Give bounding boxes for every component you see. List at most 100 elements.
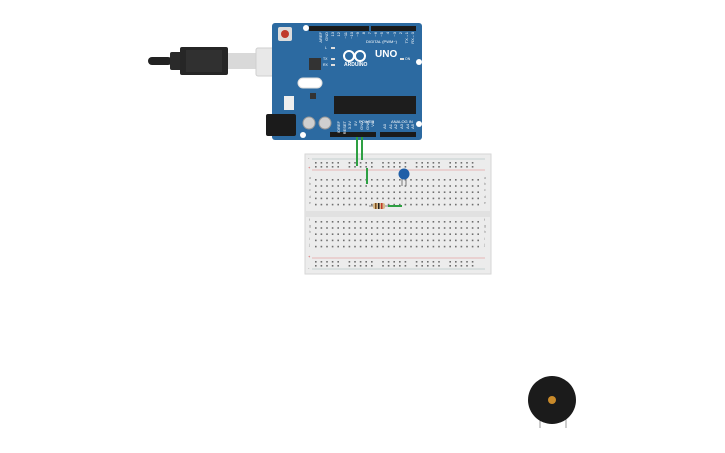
breadboard-hole[interactable] bbox=[477, 227, 479, 229]
breadboard-hole[interactable] bbox=[404, 245, 407, 248]
breadboard-hole[interactable] bbox=[315, 185, 317, 187]
breadboard-hole[interactable] bbox=[359, 245, 362, 248]
breadboard-hole[interactable] bbox=[371, 191, 373, 193]
breadboard-hole[interactable] bbox=[393, 233, 395, 235]
breadboard-hole[interactable] bbox=[387, 166, 390, 168]
breadboard-hole[interactable] bbox=[404, 239, 407, 242]
breadboard-hole[interactable] bbox=[359, 261, 362, 263]
breadboard-hole[interactable] bbox=[331, 203, 334, 206]
breadboard-hole[interactable] bbox=[354, 197, 356, 200]
breadboard-hole[interactable] bbox=[320, 191, 323, 193]
breadboard-hole[interactable] bbox=[438, 265, 440, 267]
breadboard-hole[interactable] bbox=[393, 191, 395, 193]
breadboard-hole[interactable] bbox=[460, 227, 463, 229]
breadboard-hole[interactable] bbox=[376, 185, 379, 187]
breadboard-hole[interactable] bbox=[415, 185, 418, 187]
breadboard-hole[interactable] bbox=[466, 233, 468, 235]
breadboard-hole[interactable] bbox=[376, 227, 379, 229]
breadboard-hole[interactable] bbox=[421, 261, 423, 263]
breadboard-hole[interactable] bbox=[410, 239, 412, 242]
breadboard-hole[interactable] bbox=[348, 233, 351, 235]
breadboard-hole[interactable] bbox=[348, 185, 351, 187]
breadboard-hole[interactable] bbox=[443, 227, 446, 229]
breadboard-hole[interactable] bbox=[432, 191, 435, 193]
breadboard-hole[interactable] bbox=[443, 233, 446, 235]
breadboard-hole[interactable] bbox=[477, 179, 479, 181]
breadboard-hole[interactable] bbox=[326, 162, 328, 164]
breadboard-hole[interactable] bbox=[399, 239, 401, 242]
breadboard-hole[interactable] bbox=[348, 227, 351, 229]
breadboard-hole[interactable] bbox=[415, 265, 418, 267]
breadboard-hole[interactable] bbox=[337, 265, 339, 267]
breadboard-hole[interactable] bbox=[365, 233, 367, 235]
breadboard-hole[interactable] bbox=[359, 203, 362, 206]
breadboard-hole[interactable] bbox=[443, 221, 446, 223]
breadboard-hole[interactable] bbox=[477, 221, 479, 223]
breadboard-hole[interactable] bbox=[404, 185, 407, 187]
breadboard-hole[interactable] bbox=[477, 197, 479, 200]
breadboard-hole[interactable] bbox=[348, 162, 351, 164]
breadboard-hole[interactable] bbox=[421, 265, 423, 267]
breadboard-hole[interactable] bbox=[337, 191, 339, 193]
breadboard-hole[interactable] bbox=[354, 162, 356, 164]
breadboard-hole[interactable] bbox=[421, 221, 423, 223]
breadboard-hole[interactable] bbox=[399, 191, 401, 193]
breadboard-hole[interactable] bbox=[354, 185, 356, 187]
breadboard-hole[interactable] bbox=[432, 265, 435, 267]
breadboard-hole[interactable] bbox=[365, 227, 367, 229]
breadboard-hole[interactable] bbox=[410, 245, 412, 248]
piezo-buzzer[interactable] bbox=[528, 376, 576, 428]
breadboard-hole[interactable] bbox=[371, 227, 373, 229]
breadboard-hole[interactable] bbox=[432, 203, 435, 206]
breadboard-hole[interactable] bbox=[460, 261, 463, 263]
breadboard-hole[interactable] bbox=[371, 221, 373, 223]
breadboard-hole[interactable] bbox=[387, 221, 390, 223]
breadboard-hole[interactable] bbox=[315, 245, 317, 248]
breadboard-hole[interactable] bbox=[432, 239, 435, 242]
breadboard-hole[interactable] bbox=[415, 239, 418, 242]
breadboard-hole[interactable] bbox=[399, 179, 401, 181]
breadboard-hole[interactable] bbox=[460, 162, 463, 164]
breadboard-hole[interactable] bbox=[455, 179, 457, 181]
breadboard-hole[interactable] bbox=[393, 162, 395, 164]
breadboard-hole[interactable] bbox=[343, 227, 345, 229]
breadboard-hole[interactable] bbox=[320, 261, 323, 263]
breadboard-hole[interactable] bbox=[466, 239, 468, 242]
breadboard-hole[interactable] bbox=[399, 227, 401, 229]
breadboard-hole[interactable] bbox=[376, 179, 379, 181]
breadboard-hole[interactable] bbox=[348, 221, 351, 223]
breadboard-hole[interactable] bbox=[343, 239, 345, 242]
breadboard-hole[interactable] bbox=[477, 233, 479, 235]
breadboard-hole[interactable] bbox=[460, 245, 463, 248]
breadboard-hole[interactable] bbox=[471, 191, 474, 193]
breadboard-hole[interactable] bbox=[371, 185, 373, 187]
breadboard-hole[interactable] bbox=[432, 221, 435, 223]
breadboard-hole[interactable] bbox=[399, 245, 401, 248]
breadboard-hole[interactable] bbox=[421, 233, 423, 235]
breadboard-hole[interactable] bbox=[466, 162, 468, 164]
breadboard-hole[interactable] bbox=[315, 221, 317, 223]
breadboard-hole[interactable] bbox=[331, 227, 334, 229]
breadboard-hole[interactable] bbox=[315, 197, 317, 200]
breadboard-hole[interactable] bbox=[315, 166, 317, 168]
breadboard-hole[interactable] bbox=[382, 233, 384, 235]
breadboard-hole[interactable] bbox=[438, 221, 440, 223]
breadboard-hole[interactable] bbox=[466, 221, 468, 223]
breadboard-hole[interactable] bbox=[326, 203, 328, 206]
breadboard-hole[interactable] bbox=[449, 185, 451, 187]
breadboard-hole[interactable] bbox=[382, 197, 384, 200]
breadboard-hole[interactable] bbox=[449, 265, 451, 267]
breadboard-hole[interactable] bbox=[382, 166, 384, 168]
breadboard-hole[interactable] bbox=[354, 221, 356, 223]
breadboard-hole[interactable] bbox=[427, 203, 429, 206]
breadboard-hole[interactable] bbox=[382, 239, 384, 242]
breadboard-hole[interactable] bbox=[404, 179, 407, 181]
breadboard-hole[interactable] bbox=[331, 245, 334, 248]
breadboard-hole[interactable] bbox=[415, 261, 418, 263]
breadboard-hole[interactable] bbox=[365, 239, 367, 242]
breadboard-hole[interactable] bbox=[415, 162, 418, 164]
breadboard-hole[interactable] bbox=[382, 221, 384, 223]
breadboard-hole[interactable] bbox=[326, 179, 328, 181]
breadboard-hole[interactable] bbox=[371, 245, 373, 248]
breadboard-hole[interactable] bbox=[404, 162, 407, 164]
